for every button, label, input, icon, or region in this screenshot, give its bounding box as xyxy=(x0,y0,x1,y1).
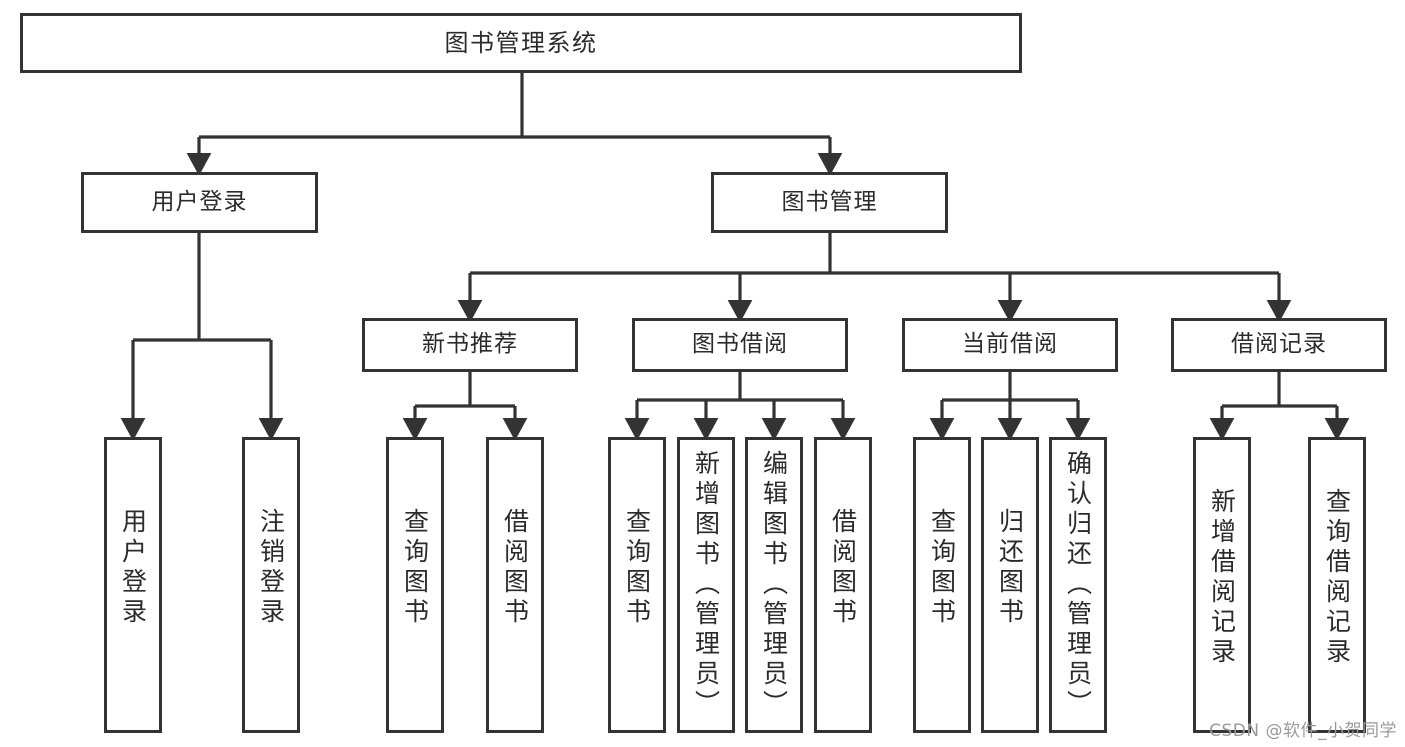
node-leaf-confirm-return[interactable]: 确认归还（管理员） xyxy=(1049,437,1107,733)
node-current-borrow[interactable]: 当前借阅 xyxy=(902,318,1118,372)
node-leaf-edit-book[interactable]: 编辑图书（管理员） xyxy=(745,437,803,733)
node-leaf-query-book-1-label: 查询图书 xyxy=(400,508,430,628)
node-new-book-recommend[interactable]: 新书推荐 xyxy=(362,318,578,372)
edge-book-borrow-to-leaves xyxy=(624,372,856,441)
node-book-borrow-label: 图书借阅 xyxy=(692,331,788,358)
node-user-login[interactable]: 用户登录 xyxy=(81,172,318,233)
node-leaf-borrow-book-2[interactable]: 借阅图书 xyxy=(814,437,872,733)
node-leaf-return-book-label: 归还图书 xyxy=(995,508,1025,628)
node-leaf-logout-login[interactable]: 注销登录 xyxy=(242,437,300,733)
node-leaf-logout-login-label: 注销登录 xyxy=(256,508,286,628)
node-user-login-label: 用户登录 xyxy=(151,188,248,215)
node-book-manage-label: 图书管理 xyxy=(781,188,878,215)
edge-new-book-recommend-to-leaves xyxy=(402,372,528,441)
node-leaf-borrow-book-1[interactable]: 借阅图书 xyxy=(486,437,544,733)
edge-book-manage-to-level2 xyxy=(457,233,1292,323)
node-leaf-add-book[interactable]: 新增图书（管理员） xyxy=(677,437,735,733)
node-leaf-query-book-2[interactable]: 查询图书 xyxy=(608,437,666,733)
node-new-book-recommend-label: 新书推荐 xyxy=(422,331,518,358)
node-leaf-add-record-label: 新增借阅记录 xyxy=(1207,488,1237,668)
node-leaf-borrow-book-1-label: 借阅图书 xyxy=(500,508,530,628)
node-borrow-record[interactable]: 借阅记录 xyxy=(1171,318,1387,372)
csdn-watermark: CSDN @软件_小贺同学 xyxy=(1209,721,1397,741)
node-leaf-confirm-return-label: 确认归还（管理员） xyxy=(1063,450,1093,720)
node-book-borrow[interactable]: 图书借阅 xyxy=(632,318,848,372)
node-leaf-edit-book-label: 编辑图书（管理员） xyxy=(759,450,789,720)
edge-root-to-level1 xyxy=(186,73,843,176)
node-leaf-user-login[interactable]: 用户登录 xyxy=(104,437,162,733)
edge-borrow-record-to-leaves xyxy=(1209,372,1350,441)
node-leaf-query-book-2-label: 查询图书 xyxy=(622,508,652,628)
node-leaf-query-record[interactable]: 查询借阅记录 xyxy=(1308,437,1366,733)
node-borrow-record-label: 借阅记录 xyxy=(1231,331,1327,358)
node-leaf-query-book-3[interactable]: 查询图书 xyxy=(913,437,971,733)
edge-user-login-to-leaves xyxy=(120,233,284,441)
node-leaf-return-book[interactable]: 归还图书 xyxy=(981,437,1039,733)
node-book-manage[interactable]: 图书管理 xyxy=(711,172,948,233)
node-leaf-query-book-1[interactable]: 查询图书 xyxy=(386,437,444,733)
node-leaf-query-record-label: 查询借阅记录 xyxy=(1322,488,1352,668)
node-root[interactable]: 图书管理系统 xyxy=(20,13,1022,73)
node-leaf-add-record[interactable]: 新增借阅记录 xyxy=(1193,437,1251,733)
edge-current-borrow-to-leaves xyxy=(929,372,1091,441)
node-leaf-add-book-label: 新增图书（管理员） xyxy=(691,450,721,720)
node-leaf-user-login-label: 用户登录 xyxy=(118,508,148,628)
node-root-label: 图书管理系统 xyxy=(444,28,598,57)
node-leaf-query-book-3-label: 查询图书 xyxy=(927,508,957,628)
node-current-borrow-label: 当前借阅 xyxy=(962,331,1058,358)
node-leaf-borrow-book-2-label: 借阅图书 xyxy=(828,508,858,628)
